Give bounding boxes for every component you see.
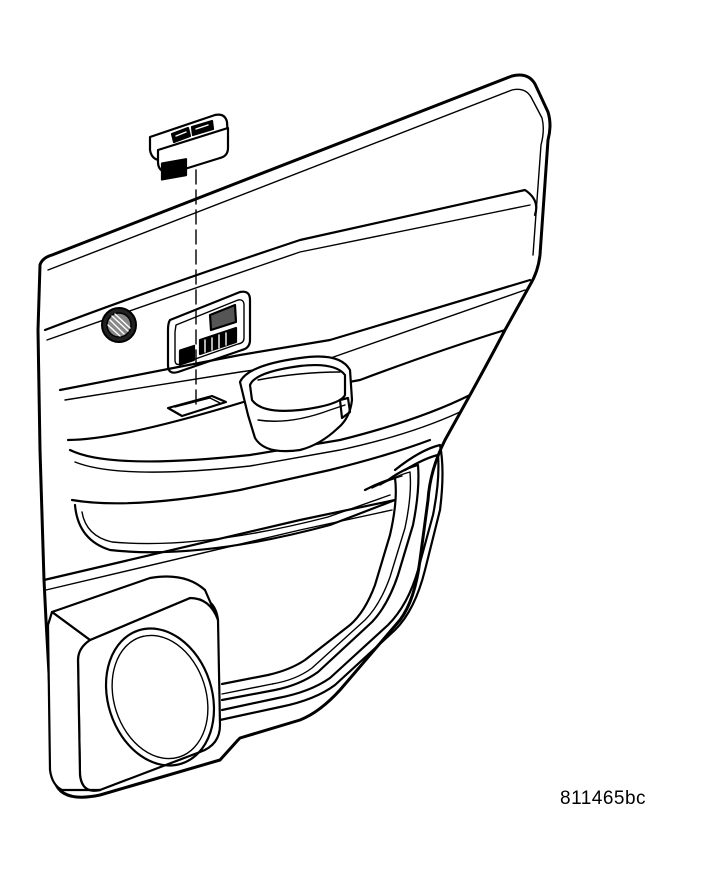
bezel-switch-top [208, 303, 238, 332]
trim-strip-1 [218, 443, 444, 722]
pocket-inner [174, 397, 221, 408]
trim-strip-6 [371, 475, 403, 489]
pocket-outline [166, 394, 228, 418]
inside-door-handle [238, 355, 354, 453]
bezel-switch-slot [198, 326, 238, 356]
speaker-grille-inner [111, 634, 209, 760]
speaker-housing-left [46, 610, 102, 792]
armrest-switch-pocket [166, 394, 228, 418]
door-lock-button [101, 307, 137, 343]
door-trim-panel [36, 73, 552, 799]
lower-seam [42, 498, 397, 582]
bezel-switch-left [178, 344, 196, 366]
upper-bolster-line [43, 188, 538, 332]
switch-bezel [166, 290, 252, 374]
speaker-grille-outer [104, 627, 216, 767]
trim-strips [218, 443, 444, 722]
speaker-housing-top [50, 575, 220, 642]
map-pocket-curve-2 [81, 494, 391, 545]
handle-side [338, 396, 352, 420]
lower-seam-2 [45, 509, 393, 591]
trim-strip-2 [220, 453, 440, 712]
lock-knob-hatch [107, 313, 131, 337]
armrest-top [58, 278, 532, 392]
switch-rib-2 [195, 124, 209, 130]
handle-lever [257, 371, 341, 381]
upper-bolster-line-2 [46, 204, 531, 341]
bezel-switch-ribs [204, 332, 227, 353]
power-window-switch [148, 113, 230, 181]
switch-tab [163, 164, 174, 180]
map-pocket-top [70, 438, 432, 505]
bezel-inner [174, 299, 245, 366]
handle-lower [257, 404, 346, 422]
trim-strip-4 [221, 471, 412, 695]
panel-top-rim [47, 88, 544, 271]
map-pocket-curve [73, 498, 397, 554]
switch-rib-1 [175, 131, 187, 137]
armrest-lower-face-2 [74, 411, 461, 473]
bezel-outer [166, 290, 252, 374]
armrest-lower-face [68, 393, 472, 463]
door-speaker [46, 575, 222, 792]
figure-code: 811465bc [560, 788, 647, 809]
handle-bezel [238, 355, 354, 453]
trim-strip-3 [220, 463, 420, 702]
handle-cup [248, 363, 347, 412]
lock-knob-inner [106, 312, 132, 338]
